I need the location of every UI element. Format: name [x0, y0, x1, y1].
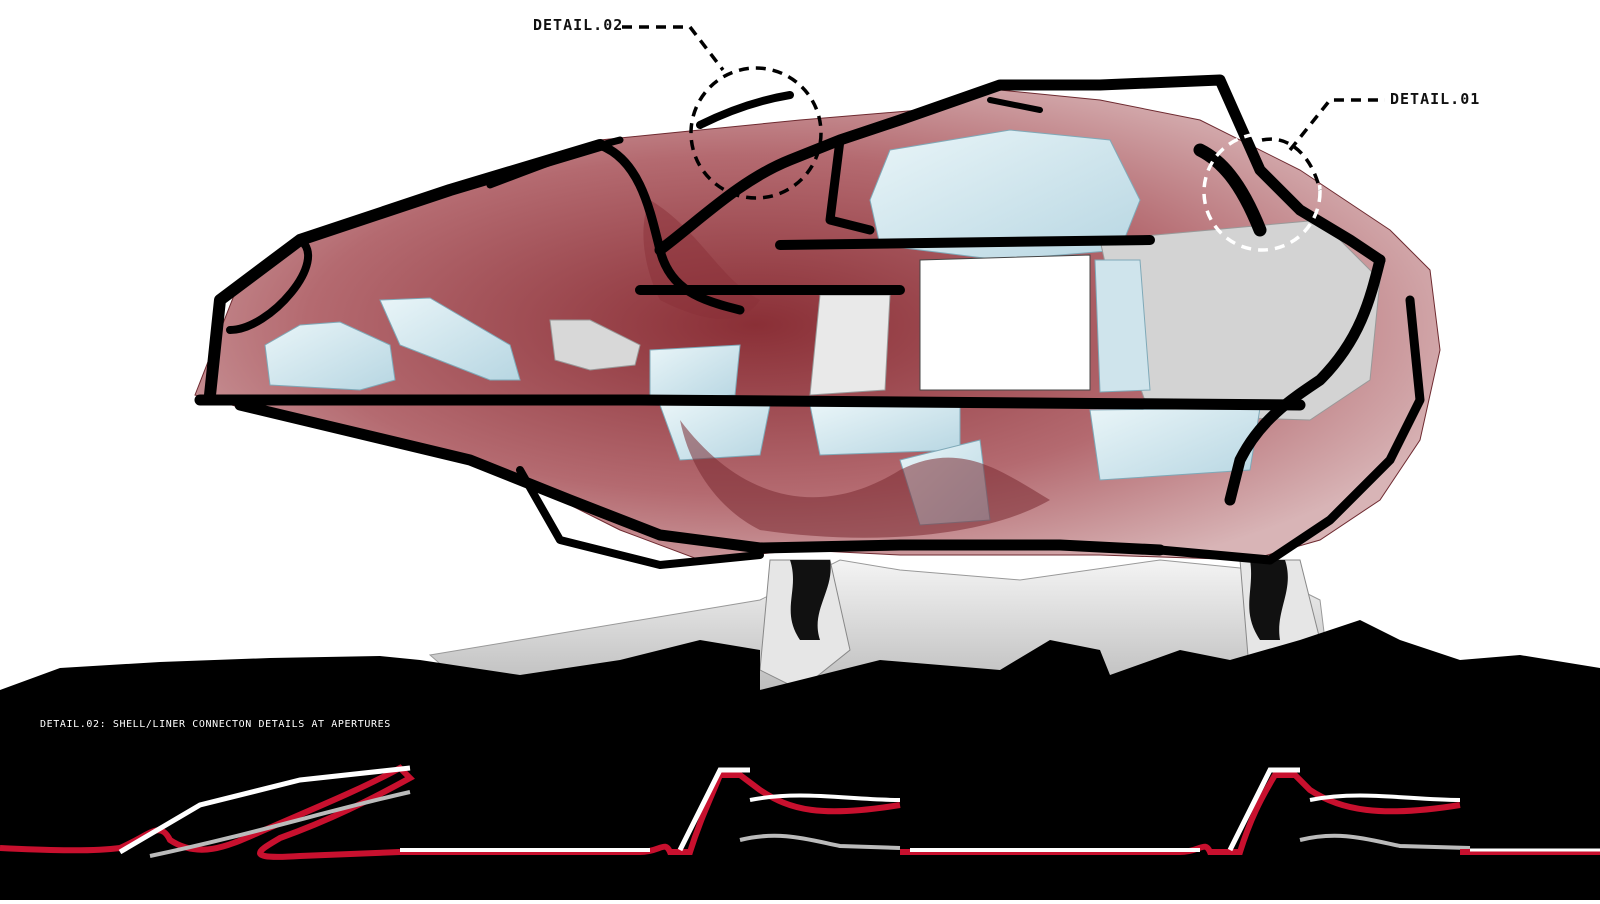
- detail-02-label: DETAIL.02: [533, 16, 624, 34]
- detail-caption: DETAIL.02: SHELL/LINER CONNECTON DETAILS…: [40, 719, 391, 730]
- detail-01-label: DETAIL.01: [1390, 90, 1481, 108]
- detail-02-marker[interactable]: [622, 25, 823, 200]
- shell-outline: [194, 74, 1425, 569]
- ground-section: [0, 620, 1600, 900]
- detail-01-marker[interactable]: [1202, 98, 1385, 252]
- dashed-circle-icon: [1202, 132, 1322, 252]
- connection-detail-strip: [0, 764, 1600, 860]
- dashed-circle-icon: [689, 66, 823, 200]
